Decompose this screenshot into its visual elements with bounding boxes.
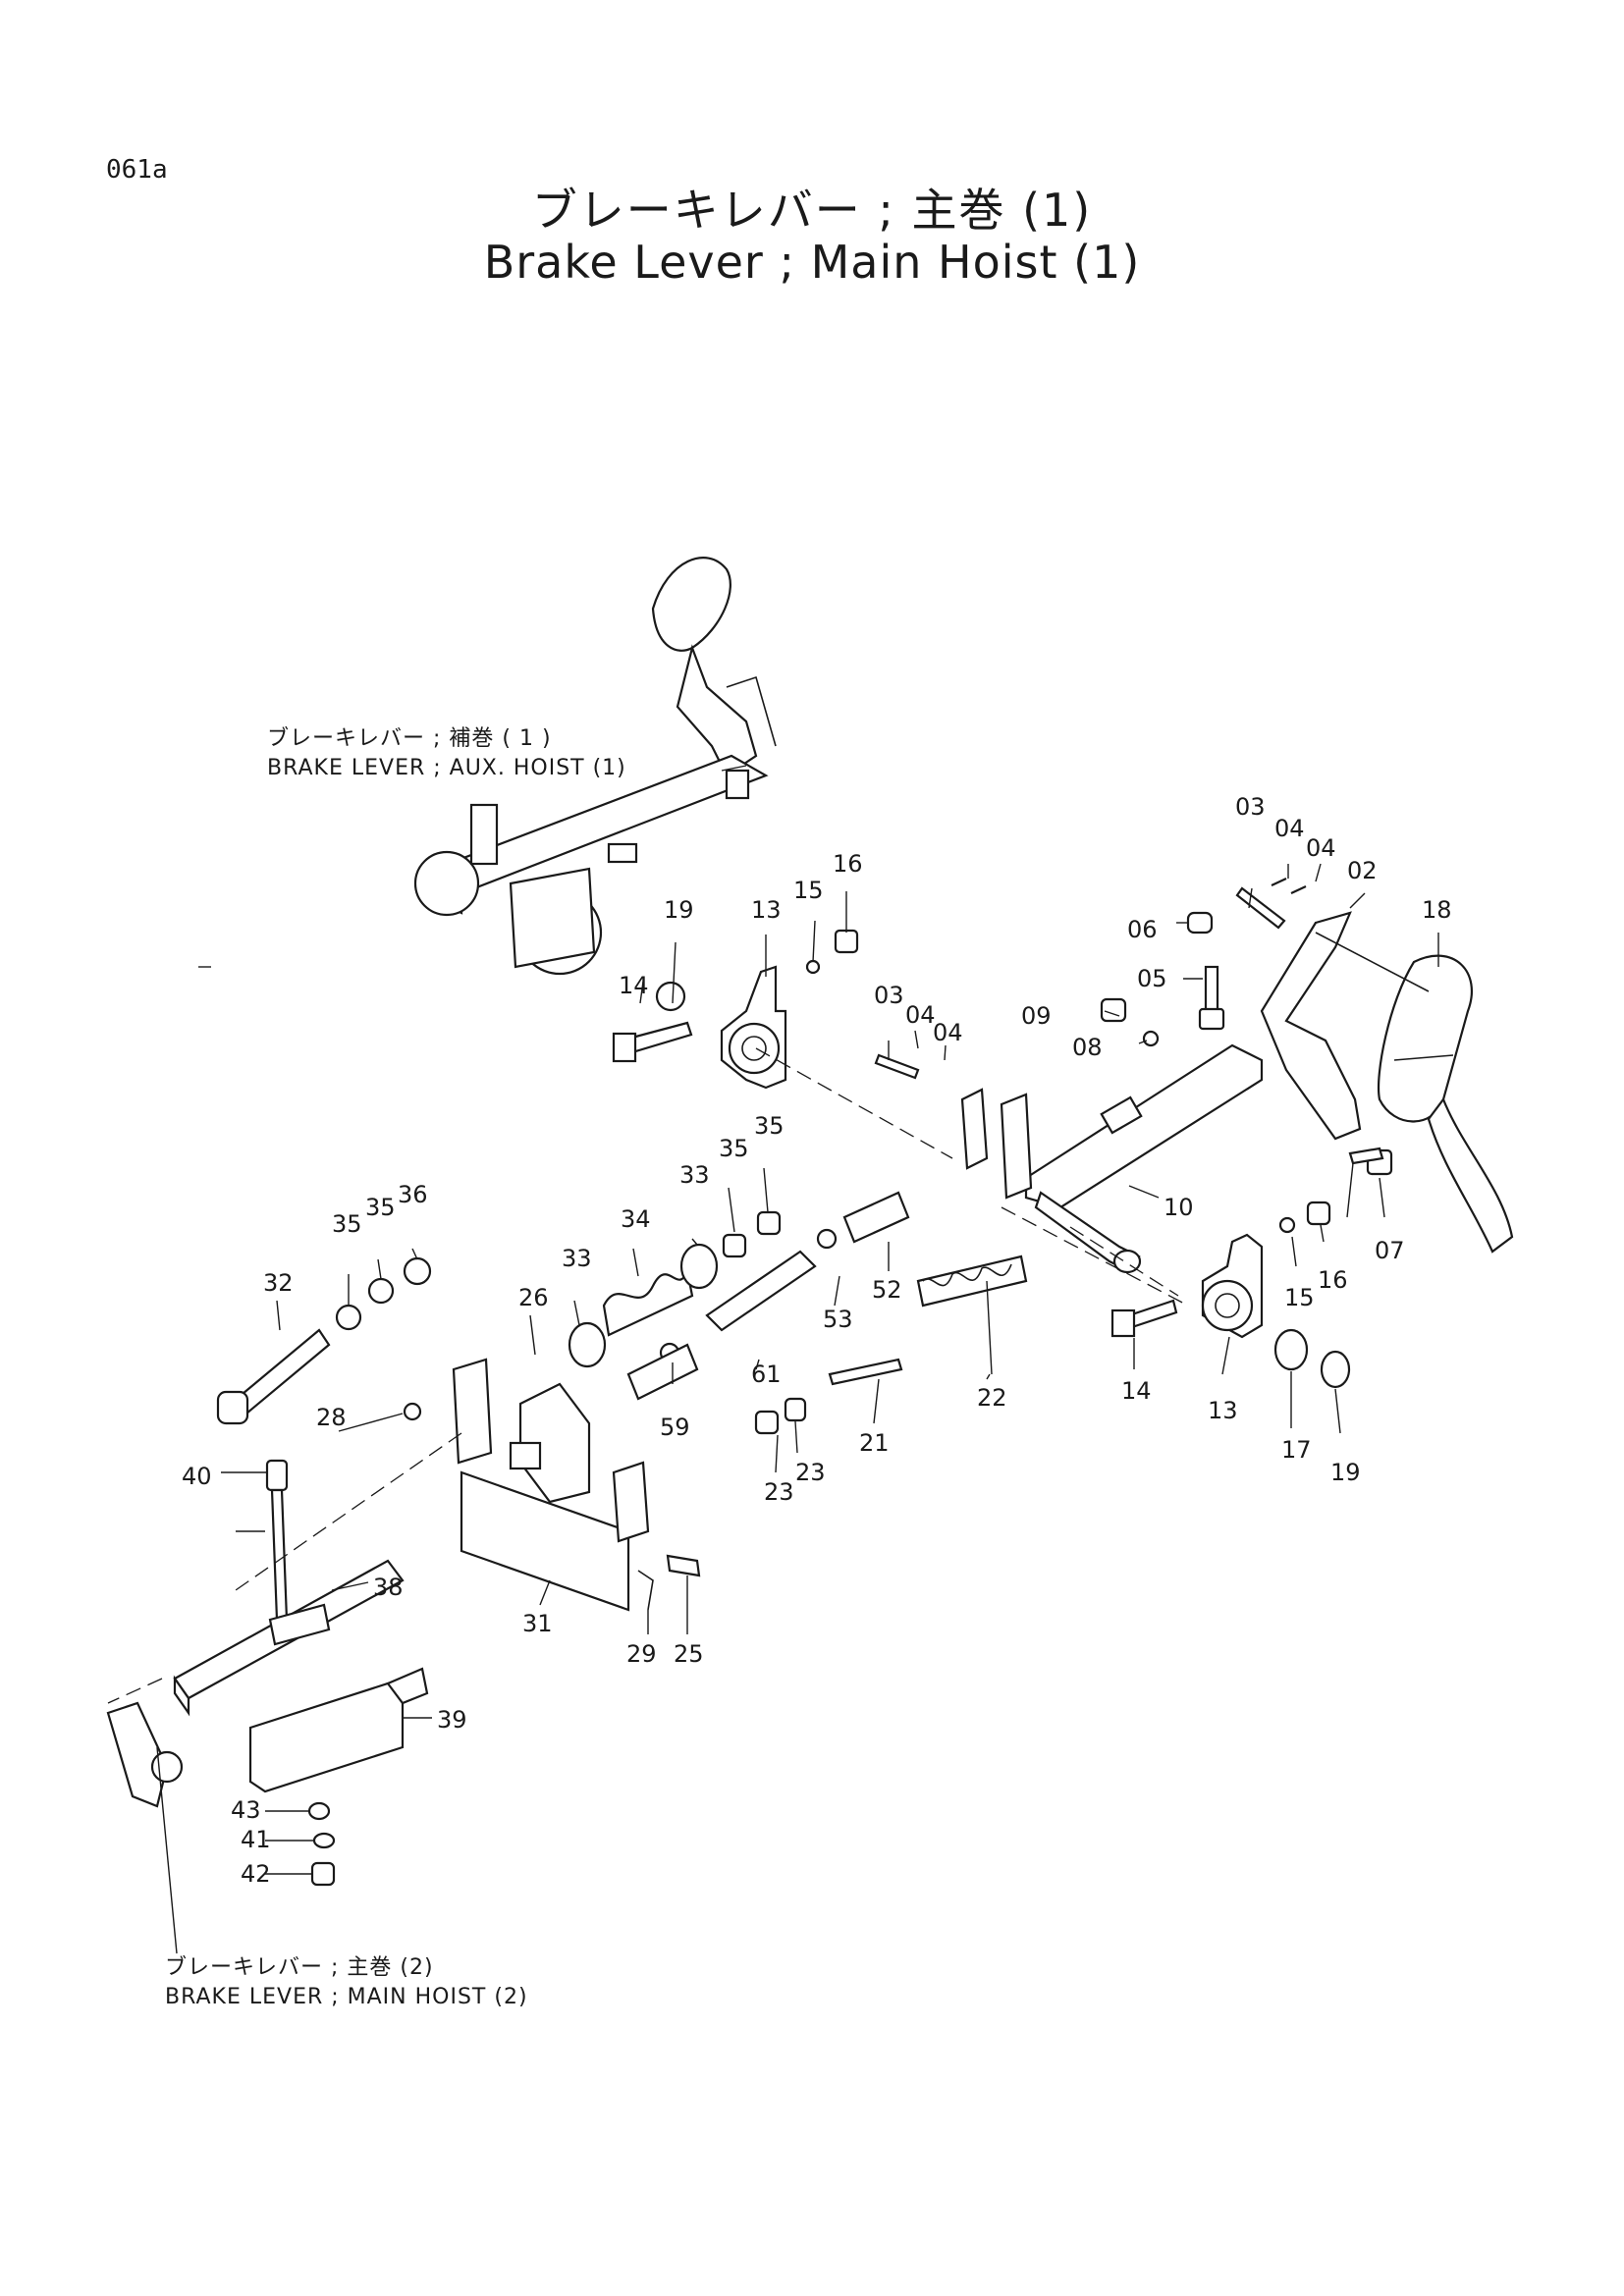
callout-35: 35 — [719, 1135, 749, 1162]
callout-35: 35 — [332, 1210, 362, 1238]
callout-59: 59 — [660, 1414, 690, 1441]
callout-43: 43 — [231, 1796, 261, 1824]
page-title-jp: ブレーキレバー ; 主巻 (1) — [531, 184, 1093, 237]
callout-35: 35 — [754, 1112, 785, 1140]
rods-and-springs — [659, 1191, 1028, 1435]
callout-02: 02 — [1347, 857, 1378, 884]
callout-16: 16 — [833, 850, 863, 878]
callout-04: 04 — [933, 1019, 963, 1046]
callout-03: 03 — [874, 982, 904, 1009]
callout-03: 03 — [1235, 793, 1266, 821]
callout-09: 09 — [1021, 1002, 1052, 1030]
callout-52: 52 — [872, 1276, 902, 1304]
callout-36: 36 — [398, 1181, 428, 1208]
callout-23: 23 — [764, 1478, 794, 1506]
lower-lever-arm — [106, 1459, 429, 1887]
callout-08: 08 — [1072, 1034, 1103, 1061]
callout-04: 04 — [1274, 815, 1305, 842]
pin-25 — [666, 1554, 701, 1577]
callout-06: 06 — [1127, 916, 1158, 943]
callout-61: 61 — [751, 1361, 782, 1388]
main-shaft-10 — [960, 1043, 1264, 1274]
callout-10: 10 — [1164, 1194, 1194, 1221]
bolt-14-upper-head — [612, 1032, 637, 1063]
reference-label-en: BRAKE LEVER ; AUX. HOIST (1) — [267, 756, 626, 780]
callout-16: 16 — [1318, 1266, 1348, 1294]
reference-label-jp: ブレーキレバー ; 主巻 (2) — [165, 1955, 434, 1980]
callout-14: 14 — [619, 972, 649, 999]
callout-38: 38 — [373, 1574, 404, 1601]
callout-31: 31 — [522, 1610, 553, 1637]
callout-23: 23 — [795, 1459, 826, 1486]
callout-13: 13 — [751, 896, 782, 924]
reference-main-hoist-2: ブレーキレバー ; 主巻 (2) BRAKE LEVER ; MAIN HOIS… — [165, 1953, 528, 2012]
callout-32: 32 — [263, 1269, 294, 1297]
callout-40: 40 — [182, 1463, 212, 1490]
callout-41: 41 — [241, 1826, 271, 1853]
callout-21: 21 — [859, 1429, 890, 1457]
callout-07: 07 — [1375, 1237, 1405, 1264]
callout-53: 53 — [823, 1306, 853, 1333]
callout-14: 14 — [1121, 1377, 1152, 1405]
bracket-13-right — [1201, 1233, 1264, 1339]
callout-25: 25 — [674, 1640, 704, 1668]
part-callouts: 03 04 04 02 18 06 05 09 08 07 10 16 15 1… — [182, 793, 1452, 1888]
callout-28: 28 — [316, 1404, 347, 1431]
bracket-plate-31 — [403, 1343, 699, 1612]
reference-aux-hoist-1: ブレーキレバー ; 補巻 ( 1 ) BRAKE LEVER ; AUX. HO… — [267, 724, 626, 783]
callout-33: 33 — [562, 1245, 592, 1272]
callout-18: 18 — [1422, 896, 1452, 924]
callout-19: 19 — [1330, 1459, 1361, 1486]
bolt-14-lower — [1127, 1299, 1178, 1329]
callout-17: 17 — [1281, 1436, 1312, 1464]
callout-34: 34 — [621, 1205, 651, 1233]
callout-04: 04 — [1306, 834, 1336, 862]
callout-15: 15 — [1284, 1284, 1315, 1311]
callout-15: 15 — [793, 877, 824, 904]
spring-pack — [216, 1210, 782, 1425]
bracket-13-left — [720, 965, 787, 1090]
callout-39: 39 — [437, 1706, 467, 1734]
pin-29 — [637, 1570, 654, 1611]
callout-13: 13 — [1208, 1397, 1238, 1424]
callout-04: 04 — [905, 1001, 936, 1029]
callout-35: 35 — [365, 1194, 396, 1221]
callout-22: 22 — [977, 1384, 1007, 1412]
callout-19: 19 — [664, 896, 694, 924]
page-code: 061a — [106, 155, 168, 185]
bolt-14-upper — [626, 1021, 693, 1054]
page-title-en: Brake Lever ; Main Hoist (1) — [483, 236, 1141, 289]
callout-29: 29 — [626, 1640, 657, 1668]
callout-26: 26 — [518, 1284, 549, 1311]
callout-42: 42 — [241, 1860, 271, 1888]
reference-label-jp: ブレーキレバー ; 補巻 ( 1 ) — [267, 726, 552, 751]
assembly-center-lines — [107, 1047, 1189, 1704]
aux-hoist-brake-lever-drawing — [413, 557, 777, 976]
callout-05: 05 — [1137, 965, 1167, 992]
leader-lines — [156, 765, 1439, 1954]
main-hoist-lever-assembly — [1260, 911, 1514, 1254]
bolt-14-lower-head — [1110, 1308, 1136, 1338]
callout-33: 33 — [679, 1161, 710, 1189]
reference-label-en: BRAKE LEVER ; MAIN HOIST (2) — [165, 1985, 528, 2009]
